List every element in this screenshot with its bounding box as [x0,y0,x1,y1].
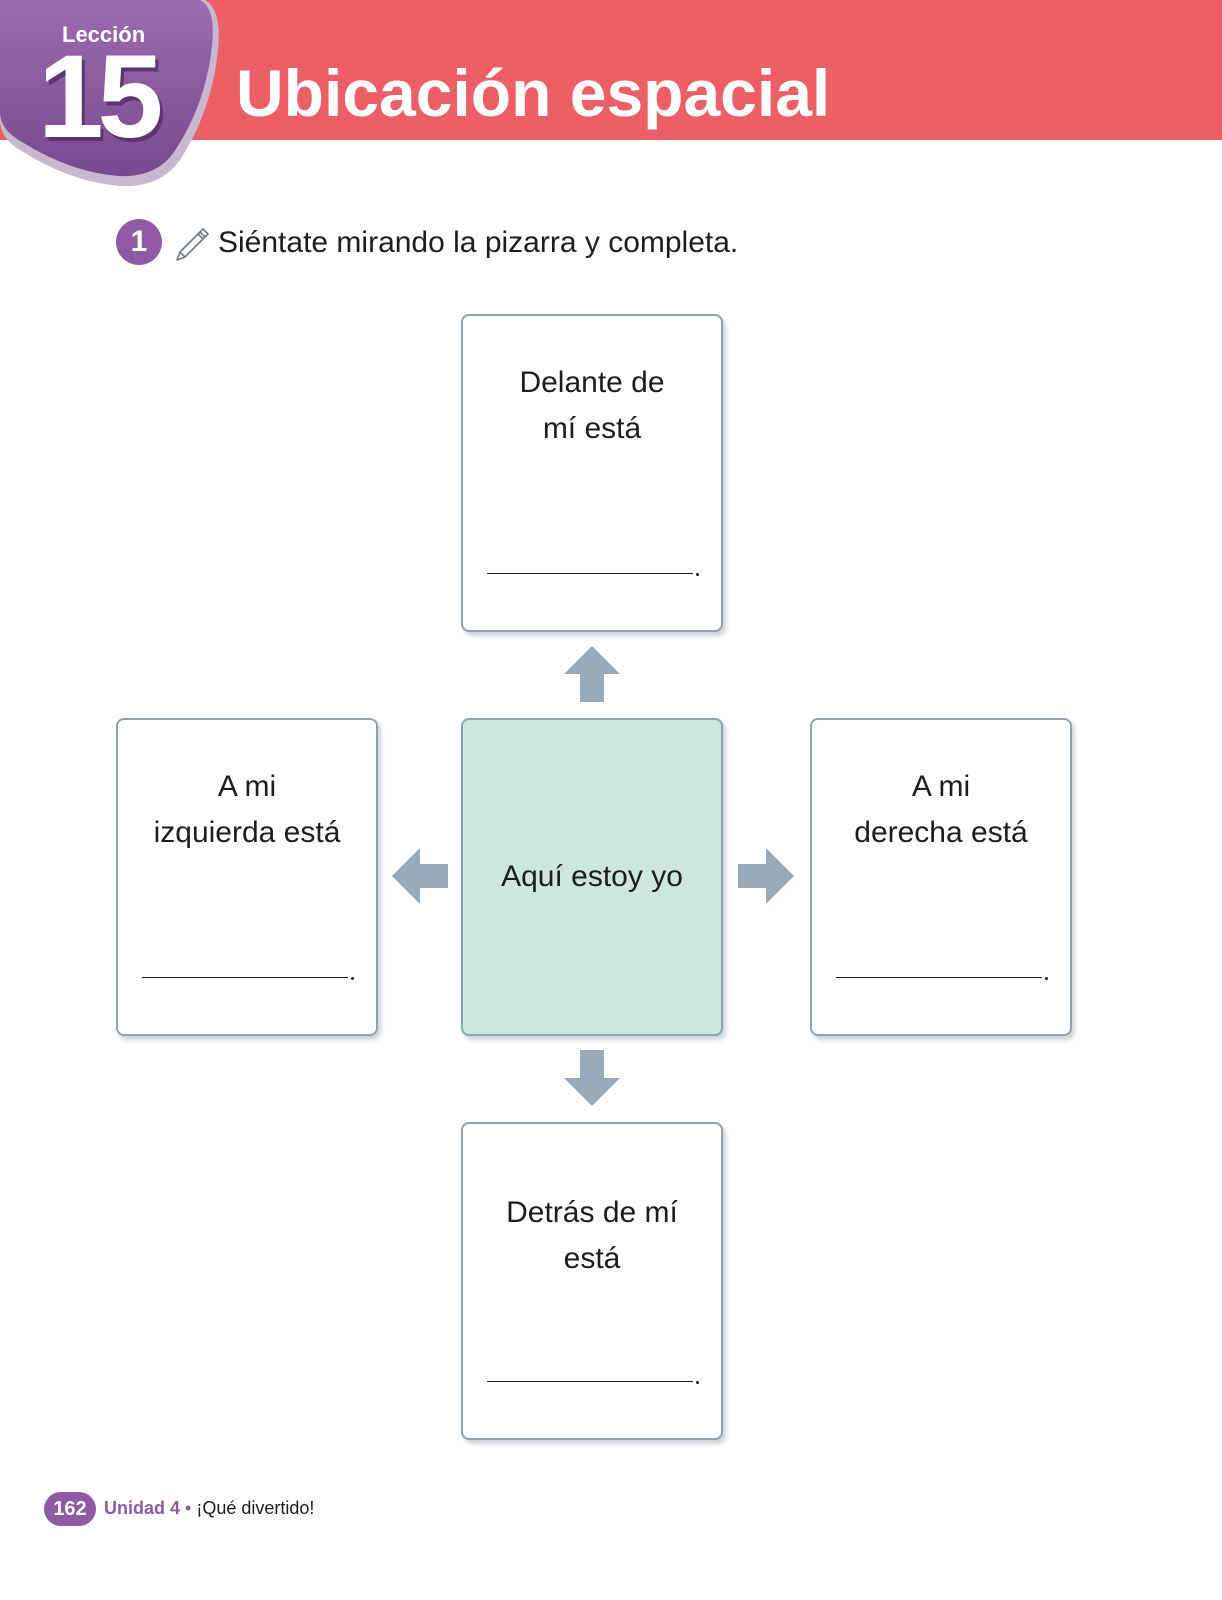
card-left-period [351,977,354,980]
card-left-answer-line[interactable] [142,977,348,978]
card-left-prompt: A mi izquierda está [118,764,376,856]
card-front-answer-line[interactable] [487,573,693,574]
card-right-line2: derecha está [854,816,1028,849]
card-back-period [696,1381,699,1384]
card-front-prompt: Delante de mí está [463,360,721,452]
card-right-prompt: A mi derecha está [812,764,1070,856]
footer-unit: Unidad 4 • ¡Qué divertido! [104,1498,314,1519]
arrow-up-icon [564,646,620,702]
footer-unit-title: ¡Qué divertido! [196,1498,315,1518]
card-front: Delante de mí está [461,314,723,632]
arrow-left-icon [392,848,448,904]
card-center: Aquí estoy yo [461,718,723,1036]
card-front-line1: Delante de [519,366,665,399]
footer-separator: • [185,1498,192,1518]
card-back: Detrás de mí está [461,1122,723,1440]
activity-number-badge: 1 [116,219,162,265]
card-right-period [1045,977,1048,980]
pencil-icon [176,228,209,261]
page-title: Ubicación espacial [236,56,831,130]
footer-unit-label: Unidad 4 [104,1498,181,1518]
arrow-down-icon [564,1050,620,1106]
arrow-right-icon [738,848,794,904]
card-left-line2: izquierda está [153,816,341,849]
lesson-label: Lección [62,22,146,47]
card-right-line1: A mi [911,770,971,803]
card-center-label: Aquí estoy yo [501,860,683,893]
card-back-line1: Detrás de mí está [506,1196,678,1275]
card-back-prompt: Detrás de mí está [463,1190,721,1282]
lesson-number: 15 [38,31,163,163]
card-left-line1: A mi [217,770,277,803]
page-number: 162 [44,1492,96,1526]
card-left: A mi izquierda está [116,718,378,1036]
activity-instruction: Siéntate mirando la pizarra y completa. [218,226,739,259]
card-back-answer-line[interactable] [487,1381,693,1382]
card-front-line2: mí está [542,412,642,445]
card-right: A mi derecha está [810,718,1072,1036]
card-right-answer-line[interactable] [836,977,1042,978]
lesson-badge [0,0,219,187]
card-front-period [696,573,699,576]
